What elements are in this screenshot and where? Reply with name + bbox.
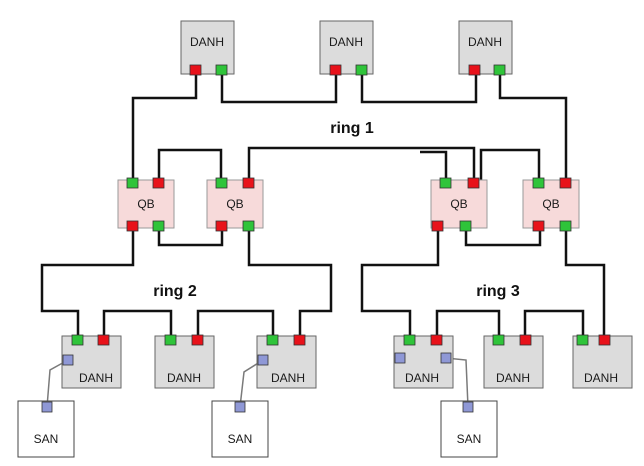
qb-node-2: QB [206, 179, 264, 229]
link-ring2-d [102, 309, 173, 338]
link-ring1-h [479, 148, 541, 182]
port-green [126, 177, 139, 189]
qb-label: QB [226, 197, 243, 211]
link-ring1-g [420, 150, 448, 182]
port-green [576, 334, 589, 346]
port-red [191, 334, 204, 346]
link-ring2-b [157, 226, 224, 247]
port-blue [440, 352, 452, 364]
danh-label: DANH [405, 371, 439, 385]
link-ring1-b [220, 72, 338, 104]
port-blue [62, 354, 74, 366]
san-label: SAN [34, 432, 59, 446]
link-ring1-f [247, 146, 476, 182]
port-blue [462, 401, 474, 413]
port-blue [234, 401, 246, 413]
port-green [266, 334, 279, 346]
qb-node-4: QB [522, 179, 580, 229]
danh-label: DANH [584, 371, 618, 385]
port-green [532, 177, 545, 189]
port-red [215, 220, 228, 232]
port-green [164, 334, 177, 346]
port-red [532, 220, 545, 232]
ports [41, 64, 611, 413]
link-ring1-a [131, 72, 198, 182]
qb-label: QB [137, 197, 154, 211]
san-label: SAN [457, 432, 482, 446]
port-green [215, 64, 228, 76]
port-red [598, 334, 611, 346]
port-red [430, 334, 443, 346]
port-green [559, 220, 572, 232]
port-red [293, 334, 306, 346]
port-green [493, 64, 506, 76]
port-blue [394, 352, 406, 364]
port-green [403, 334, 416, 346]
danh-label: DANH [190, 35, 224, 49]
link-ring3-e [523, 309, 585, 338]
link-ring3-d [435, 309, 501, 338]
qb-label: QB [542, 197, 559, 211]
connections [40, 72, 606, 338]
danh-label: DANH [468, 35, 502, 49]
port-red [468, 64, 481, 76]
link-ring1-c [360, 72, 478, 104]
link-ring3-a [360, 226, 440, 338]
port-blue [257, 354, 269, 366]
link-ring2-a [40, 226, 135, 338]
ring-1-label: ring 1 [330, 120, 374, 137]
ring-2-label: ring 2 [153, 283, 197, 300]
danh-label: DANH [271, 371, 305, 385]
port-blue [41, 401, 53, 413]
danh-label: DANH [167, 371, 201, 385]
qb-node-1: QB [117, 179, 175, 229]
san-label: SAN [228, 432, 253, 446]
port-green [242, 220, 255, 232]
danh-node-top-2: DANH [319, 20, 374, 75]
danh-label: DANH [496, 371, 530, 385]
link-ring3-b [464, 226, 542, 247]
link-ring2-c [247, 226, 333, 338]
port-red [431, 220, 444, 232]
port-green [215, 177, 228, 189]
port-red [467, 177, 480, 189]
port-red [559, 177, 572, 189]
port-red [126, 220, 139, 232]
port-green [459, 220, 472, 232]
link-ring1-d [498, 72, 568, 182]
port-red [152, 177, 165, 189]
port-red [519, 334, 532, 346]
link-ring3-c [564, 226, 606, 338]
port-green [439, 177, 452, 189]
danh-label: DANH [329, 35, 363, 49]
port-green [71, 334, 84, 346]
link-ring2-e [196, 309, 275, 338]
port-green [492, 334, 505, 346]
port-red [97, 334, 110, 346]
port-red [242, 177, 255, 189]
port-red [189, 64, 202, 76]
danh-node-bottom-2: DANH [154, 335, 215, 389]
port-green [355, 64, 368, 76]
ring-3-label: ring 3 [476, 283, 520, 300]
port-red [329, 64, 342, 76]
link-ring1-e [157, 148, 223, 182]
qb-label: QB [450, 197, 467, 211]
port-green [152, 220, 165, 232]
danh-label: DANH [79, 371, 113, 385]
